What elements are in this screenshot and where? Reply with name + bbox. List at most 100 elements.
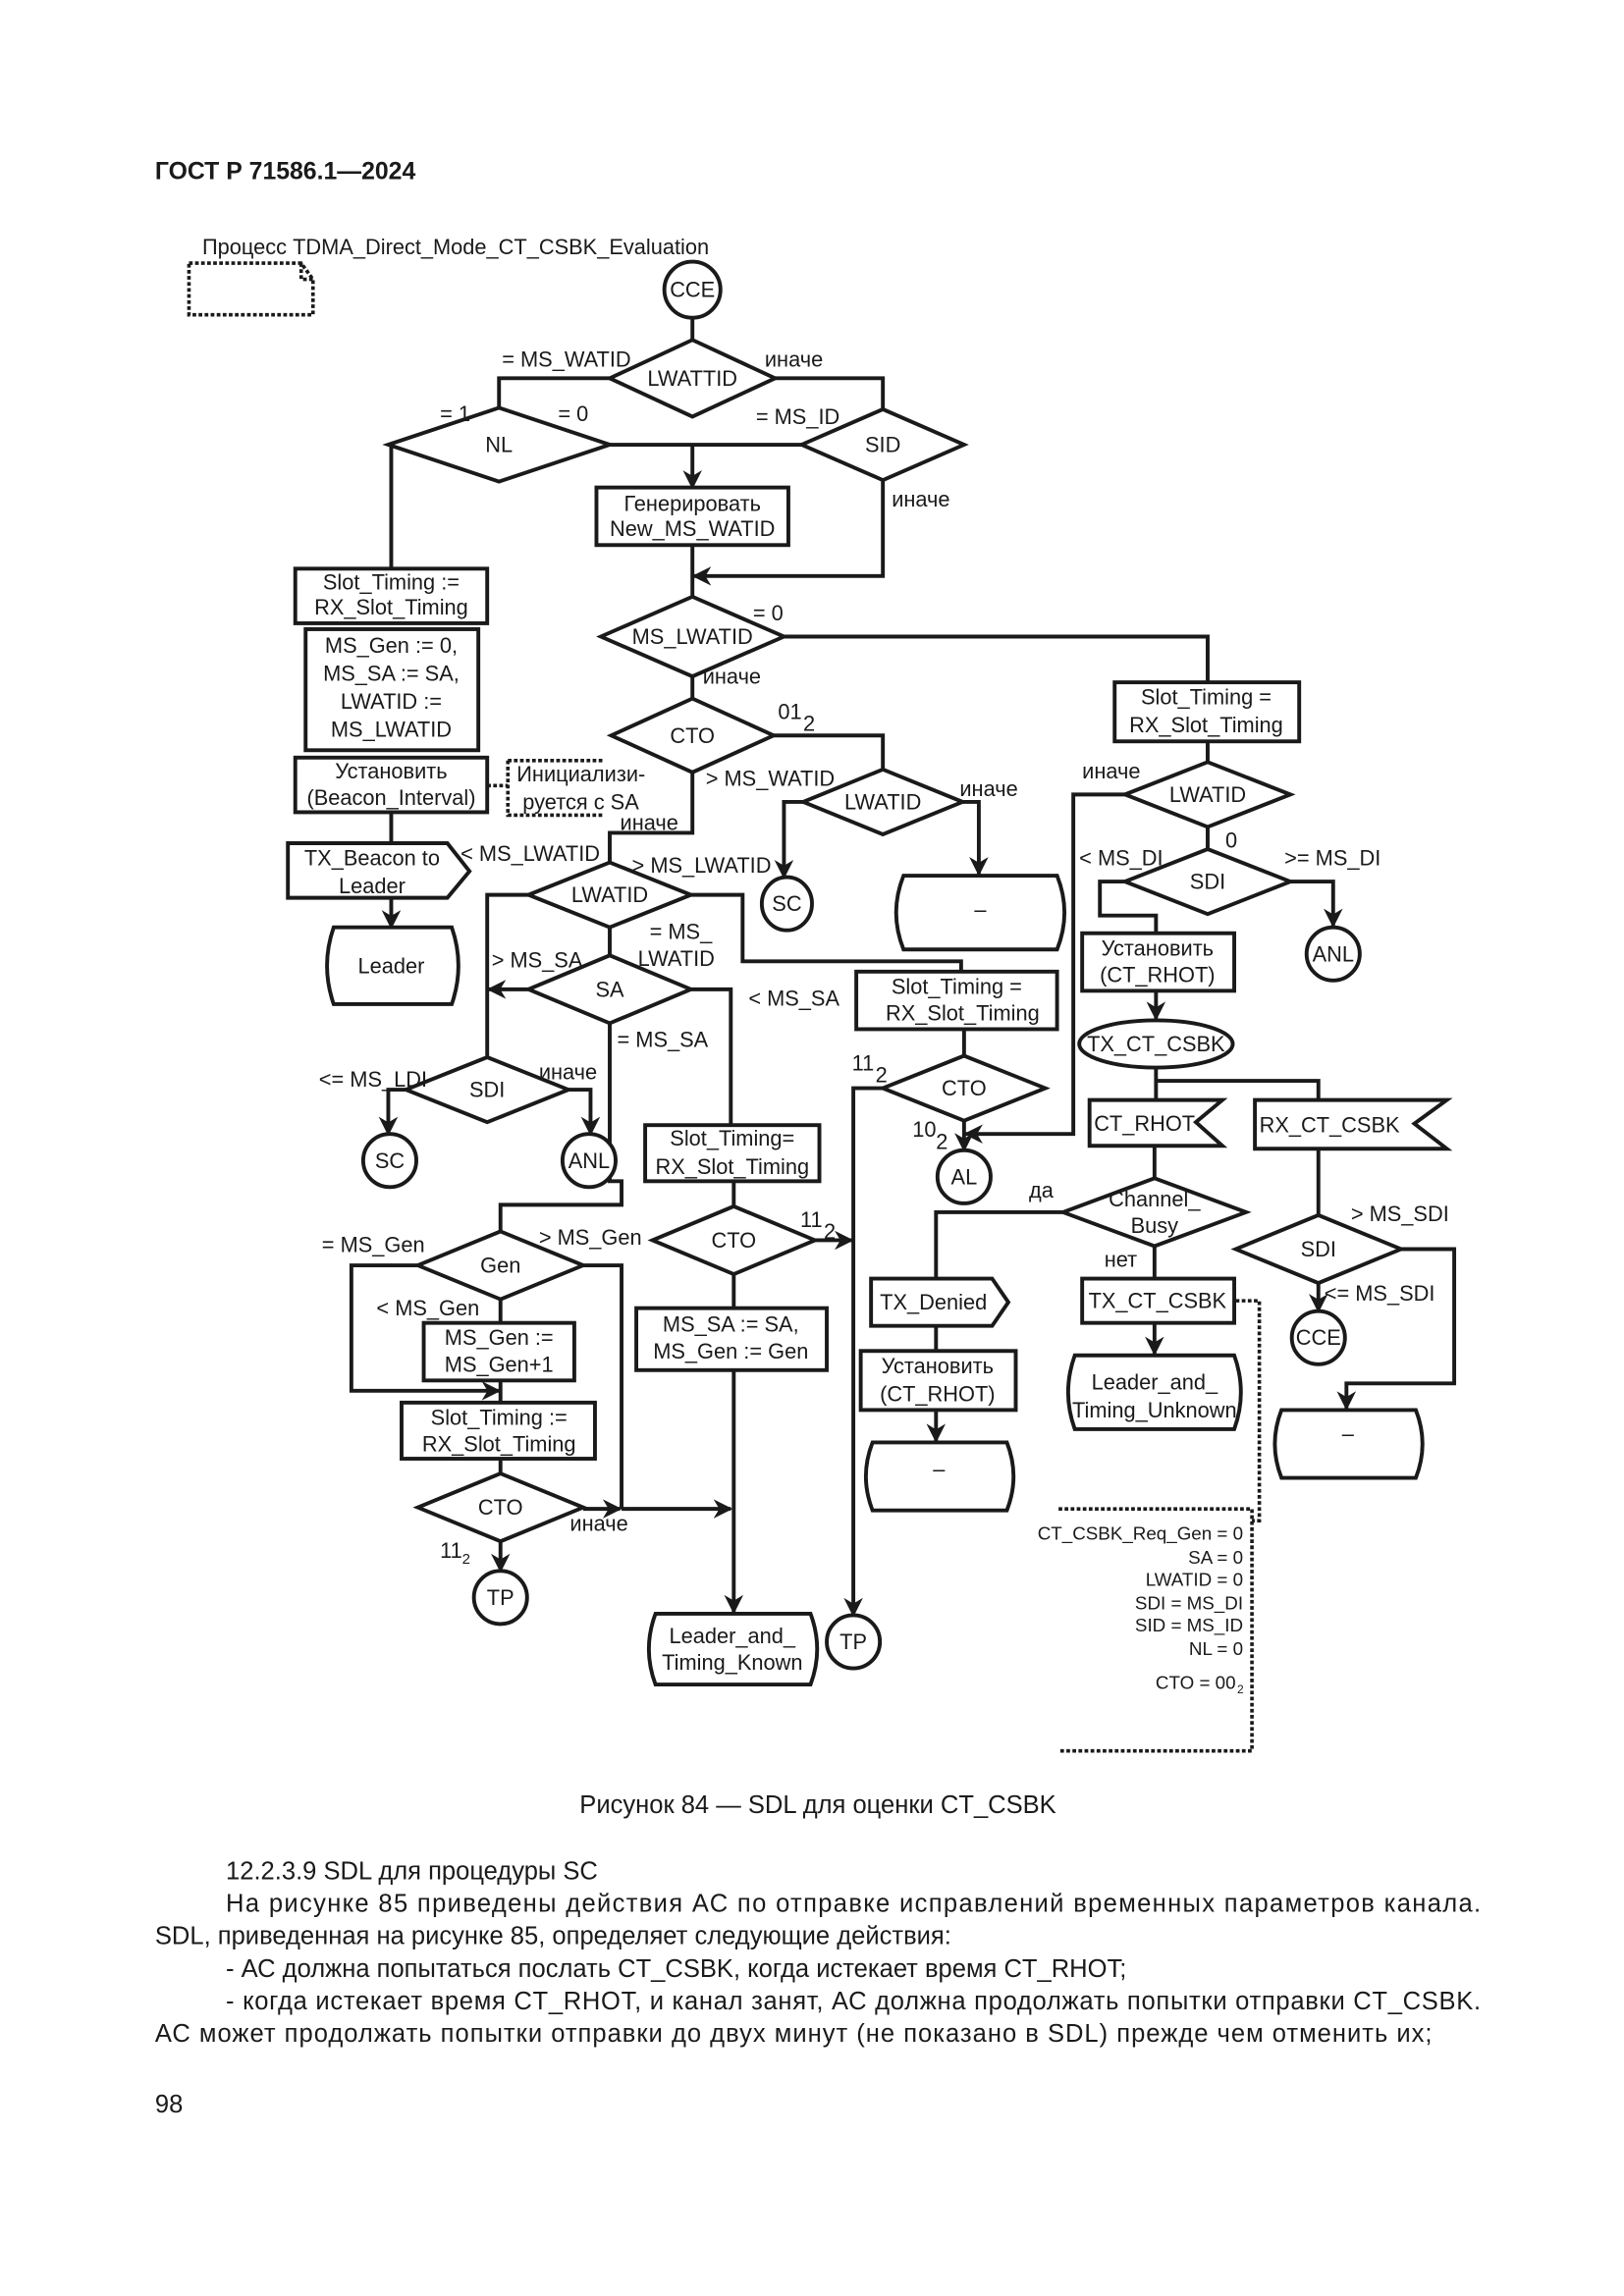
connector-label: TP <box>839 1629 867 1654</box>
task-line: MS_Gen+1 <box>445 1352 554 1376</box>
task-line: MS_Gen := <box>445 1325 554 1350</box>
comment-line: руется с SA <box>522 789 639 814</box>
state-line: Timing_Known <box>662 1650 802 1675</box>
task-line: Slot_Timing= <box>670 1126 794 1150</box>
decision-sdi-label: SDI <box>469 1078 505 1102</box>
task-line: RX_Slot_Timing <box>1129 713 1283 737</box>
task-line: Генерировать <box>623 492 761 516</box>
process-title: Процесс TDMA_Direct_Mode_CT_CSBK_Evaluat… <box>202 235 709 259</box>
decision-gen <box>412 1229 589 1302</box>
task-line: (Beacon_Interval) <box>306 785 475 810</box>
task-line: MS_LWATID <box>331 718 452 742</box>
branch-label: > MS_LWATID <box>632 853 772 878</box>
cce-end-connector <box>1289 1308 1347 1366</box>
paragraph-line: На рисунке 85 приведены действия АС по о… <box>226 1891 1481 1918</box>
sc-connector-left <box>360 1132 418 1190</box>
branch-label: LWATID <box>638 946 715 971</box>
task-line: Установить <box>335 759 447 783</box>
branch-label: иначе <box>892 487 949 511</box>
decision-line: Busy <box>1131 1213 1179 1238</box>
branch-label: 11 <box>852 1051 875 1076</box>
branch-label: иначе <box>959 776 1017 801</box>
state-line: Leader_and_ <box>1092 1369 1218 1394</box>
task-line: RX_Slot_Timing <box>886 1000 1040 1025</box>
task-line: LWATID := <box>341 689 442 714</box>
branch-label: 01 <box>778 700 801 724</box>
task-line: RX_Slot_Timing <box>314 595 468 619</box>
task-line: MS_SA := SA, <box>663 1312 799 1337</box>
task-tx-ct-csbk <box>1080 1276 1236 1325</box>
branch-label: иначе <box>569 1512 627 1536</box>
state-label: – <box>1342 1421 1355 1446</box>
comment-line: SA = 0 <box>1188 1547 1243 1568</box>
task-line: MS_Gen := 0, <box>325 633 458 658</box>
task-slot-timing-left <box>293 566 490 625</box>
decision-cto-label: CTO <box>670 723 715 748</box>
decision-sdi-label: SDI <box>1301 1237 1336 1261</box>
branch-label-subscript: 2 <box>936 1129 947 1153</box>
task-line: RX_Slot_Timing <box>655 1154 809 1179</box>
tp-connector-mid <box>825 1613 883 1671</box>
list-item: - когда истекает время CT_RHOT, и канал … <box>226 1988 1481 2015</box>
branch-label: иначе <box>765 347 823 371</box>
branch-label: иначе <box>1082 759 1140 783</box>
comment-line: SID = MS_ID <box>1135 1615 1243 1636</box>
task-line: Установить <box>1102 935 1214 960</box>
state-label: – <box>974 897 987 922</box>
decision-nl-label: NL <box>485 433 513 457</box>
tp-connector-left <box>471 1569 529 1627</box>
comment-line: CT_CSBK_Req_Gen = 0 <box>1038 1523 1243 1545</box>
task-set-ct-rhot-2 <box>858 1349 1018 1413</box>
branch-label: = 0 <box>753 601 784 625</box>
decision-sdi-label: SDI <box>1190 870 1225 894</box>
branch-label: иначе <box>539 1060 597 1085</box>
task-slot-timing-mid <box>854 969 1059 1032</box>
branch-label: < MS_SA <box>748 986 839 1010</box>
task-line: New_MS_WATID <box>610 516 775 541</box>
connector-label: SC <box>772 891 801 916</box>
branch-label: иначе <box>703 665 761 689</box>
branch-label-subscript: 2 <box>876 1063 888 1088</box>
branch-label: = MS_ <box>650 920 713 944</box>
cce-start-label: CCE <box>670 278 715 302</box>
output-label: TX_Denied <box>880 1290 987 1314</box>
connector-label: SC <box>375 1148 405 1173</box>
task-line: Slot_Timing := <box>431 1405 568 1429</box>
decision-lwatid-label: LWATID <box>844 789 921 814</box>
branch-label: <= MS_SDI <box>1325 1281 1435 1306</box>
task-slot-timing-right <box>1112 680 1302 744</box>
task-line: (CT_RHOT) <box>1100 962 1215 987</box>
comment-bracket <box>487 758 604 818</box>
decision-sid-label: SID <box>865 433 900 457</box>
anl-connector-right <box>1304 925 1362 983</box>
page-number: 98 <box>155 2091 183 2118</box>
decision-cto-label: CTO <box>942 1076 987 1100</box>
branch-label: > MS_Gen <box>539 1225 642 1250</box>
branch-label: = 1 <box>440 401 470 426</box>
branch-label: < MS_DI <box>1079 846 1163 871</box>
branch-label: = MS_WATID <box>502 347 630 371</box>
state-empty-right <box>1272 1408 1425 1480</box>
task-init-vars <box>303 627 481 753</box>
decision-cto-mid <box>877 1053 1051 1123</box>
task-set-ct-rhot <box>1080 931 1236 993</box>
state-empty-low <box>864 1440 1016 1513</box>
task-line: Установить <box>882 1354 994 1378</box>
figure-caption: Рисунок 84 — SDL для оценки CT_CSBK <box>579 1791 1056 1819</box>
task-line: Slot_Timing := <box>323 569 460 594</box>
input-ct-rhot <box>1087 1097 1228 1148</box>
branch-label: > MS_SA <box>492 947 583 972</box>
branch-label: < MS_LWATID <box>460 841 600 866</box>
input-label: RX_CT_CSBK <box>1260 1113 1400 1138</box>
section-heading: 12.2.3.9 SDL для процедуры SC <box>226 1858 598 1886</box>
branch-label: = MS_ID <box>756 404 839 429</box>
task-line: MS_Gen := Gen <box>653 1339 808 1363</box>
state-label: TX_CT_CSBK <box>1087 1032 1225 1056</box>
connector-label: ANL <box>568 1148 610 1173</box>
decision-line: Channel_ <box>1109 1187 1201 1211</box>
task-line: (CT_RHOT) <box>880 1381 995 1406</box>
task-line: RX_Slot_Timing <box>422 1431 576 1456</box>
task-slot-timing-sa <box>643 1123 822 1184</box>
